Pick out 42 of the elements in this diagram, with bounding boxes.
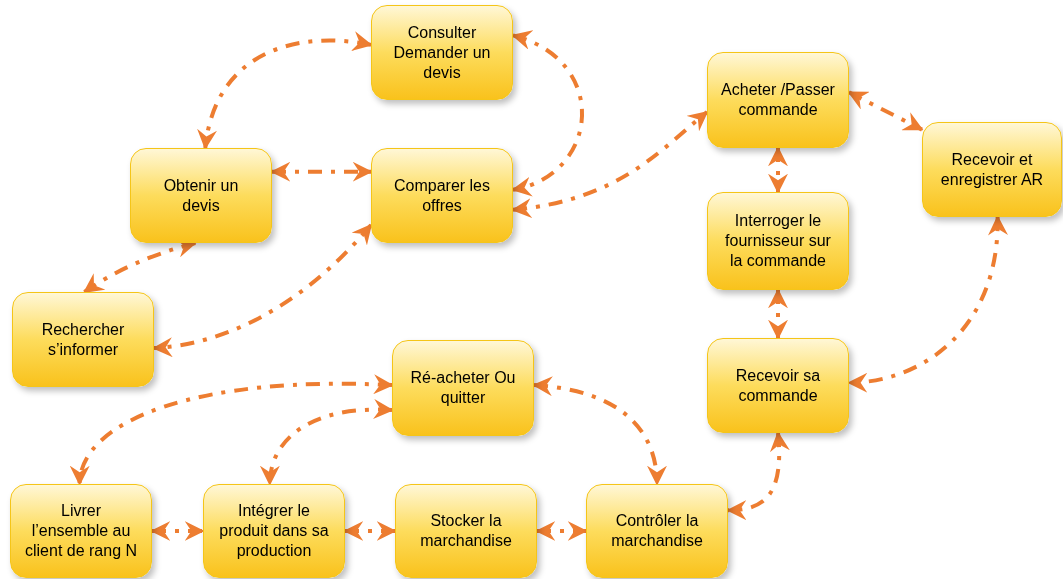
arrow bbox=[72, 374, 394, 486]
arrow bbox=[511, 32, 584, 195]
process-box bbox=[130, 148, 272, 243]
step-label: Acheter /Passer commande bbox=[720, 80, 836, 120]
step-label: Livrer l’ensemble au client de rang N bbox=[23, 501, 139, 561]
arrow bbox=[343, 521, 397, 541]
arrow bbox=[261, 399, 394, 486]
step-label: Ré-acheter Ou quitter bbox=[409, 368, 517, 408]
process-box bbox=[707, 52, 849, 148]
process-box bbox=[10, 484, 152, 578]
arrow bbox=[768, 288, 788, 340]
process-box bbox=[392, 340, 534, 436]
step-label: Stocker la marchandise bbox=[419, 511, 513, 551]
process-box bbox=[203, 484, 345, 578]
arrow bbox=[511, 110, 709, 218]
step-label: Rechercher s’informer bbox=[40, 319, 126, 360]
process-box bbox=[586, 484, 728, 578]
arrow bbox=[150, 521, 205, 541]
process-box bbox=[395, 484, 537, 578]
arrow bbox=[847, 215, 1007, 392]
arrow bbox=[768, 146, 788, 194]
step-label: Contrôler la marchandise bbox=[610, 511, 704, 551]
arrow bbox=[532, 376, 666, 486]
step-label: Comparer les offres bbox=[393, 175, 491, 216]
step-label: Intégrer le produit dans sa production bbox=[218, 501, 330, 561]
process-box bbox=[12, 292, 154, 387]
step-label: Recevoir et enregistrer AR bbox=[939, 149, 1045, 190]
arrow bbox=[847, 90, 924, 132]
step-label: Consulter Demander un devis bbox=[392, 22, 492, 83]
process-box bbox=[371, 148, 513, 243]
step-label: Recevoir sa commande bbox=[734, 365, 822, 406]
process-box bbox=[371, 5, 513, 100]
arrow bbox=[152, 223, 373, 357]
arrow bbox=[198, 32, 373, 150]
arrow bbox=[270, 161, 373, 182]
process-box bbox=[707, 192, 849, 290]
step-label: Obtenir un devis bbox=[162, 175, 240, 216]
step-label: Interroger le fournisseur sur la commande bbox=[724, 211, 832, 271]
arrow bbox=[726, 431, 790, 520]
arrow bbox=[535, 521, 588, 541]
process-box bbox=[922, 122, 1062, 217]
process-box bbox=[707, 338, 849, 433]
